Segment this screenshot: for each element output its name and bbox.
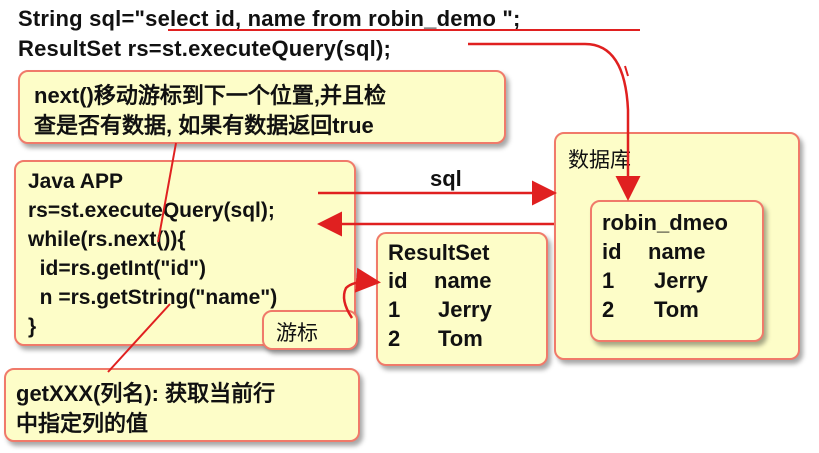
executequery-line: ResultSet rs=st.executeQuery(sql);	[18, 36, 391, 61]
database-box: 数据库 robin_dmeo id name 1 Jerry 2 Tom	[554, 132, 800, 360]
java-code-line: }	[28, 315, 37, 338]
database-cell: 1	[602, 268, 615, 293]
resultset-header-name: name	[434, 268, 492, 293]
next-note-line1: next()移动游标到下一个位置,并且检	[34, 83, 387, 108]
java-app-title: Java APP	[28, 170, 123, 193]
resultset-title: ResultSet	[388, 240, 490, 265]
java-code-line: n =rs.getString("name")	[28, 286, 278, 309]
sql-string-line: String sql="select id, name from robin_d…	[18, 6, 521, 31]
next-note-line2: 查是否有数据, 如果有数据返回true	[34, 113, 374, 138]
getxxx-note-line2: 中指定列的值	[16, 411, 149, 436]
database-cell: 2	[602, 297, 615, 322]
getxxx-note-pointer	[107, 303, 171, 373]
database-cell: Tom	[654, 297, 699, 322]
cursor-box: 游标	[262, 310, 358, 350]
java-code-line: rs=st.executeQuery(sql);	[28, 199, 275, 222]
getxxx-note-line1: getXXX(列名): 获取当前行	[16, 381, 276, 406]
cursor-label: 游标	[276, 322, 318, 345]
cursor-pointer-arrow	[342, 267, 381, 319]
resultset-cell: Tom	[438, 326, 483, 351]
resultset-cell: 2	[388, 326, 401, 351]
resultset-cell: 1	[388, 297, 401, 322]
resultset-header-id: id	[388, 268, 408, 293]
java-code-line: id=rs.getInt("id")	[28, 257, 206, 280]
java-app-box: Java APP rs=st.executeQuery(sql); while(…	[14, 160, 356, 346]
database-table-name: robin_dmeo	[602, 210, 728, 235]
resultset-box: ResultSet id name 1 Jerry 2 Tom	[376, 232, 548, 366]
database-title: 数据库	[568, 149, 631, 172]
getxxx-note-box: getXXX(列名): 获取当前行 中指定列的值	[4, 368, 360, 442]
query-to-db-arrow	[468, 42, 641, 201]
decorative-mark	[624, 65, 629, 77]
next-note-box: next()移动游标到下一个位置,并且检 查是否有数据, 如果有数据返回true	[18, 70, 506, 144]
database-table-box: robin_dmeo id name 1 Jerry 2 Tom	[590, 200, 764, 342]
database-header-name: name	[648, 239, 706, 264]
java-code-line: while(rs.next()){	[28, 228, 186, 251]
resultset-cell: Jerry	[438, 297, 492, 322]
database-cell: Jerry	[654, 268, 708, 293]
database-header-id: id	[602, 239, 622, 264]
sql-arrow-label: sql	[430, 166, 462, 191]
next-note-pointer	[157, 142, 177, 243]
